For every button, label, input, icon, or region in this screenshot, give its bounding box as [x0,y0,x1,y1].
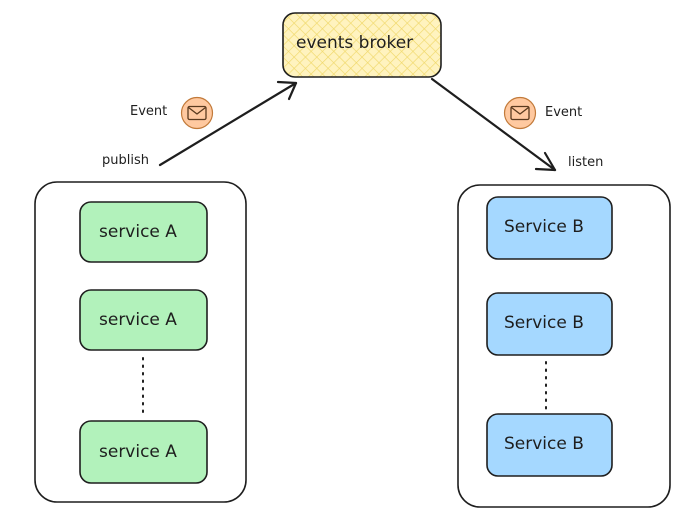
service-a-label-1: service A [99,222,177,242]
broker-label: events broker [296,33,414,53]
envelope-icon [503,96,537,130]
publish-arrow [158,80,298,167]
service-b-label-2: Service B [504,313,584,333]
broker-node [282,12,442,78]
publish-label: publish [102,153,149,168]
service-a-node-3 [79,420,208,484]
envelope-icon [180,96,214,130]
service-a-node-1 [79,201,208,263]
service-a-node-2 [79,289,208,351]
publish-event-label: Event [130,104,168,119]
listen-label: listen [568,155,604,170]
service-a-label-3: service A [99,442,177,462]
service-b-node-3 [486,413,613,477]
service-b-label-3: Service B [504,434,584,454]
service-b-label-1: Service B [504,217,584,237]
service-b-node-1 [486,196,613,260]
listen-arrow [430,77,557,172]
service-a-label-2: service A [99,310,177,330]
listen-event-label: Event [545,105,583,120]
service-b-node-2 [486,292,613,356]
